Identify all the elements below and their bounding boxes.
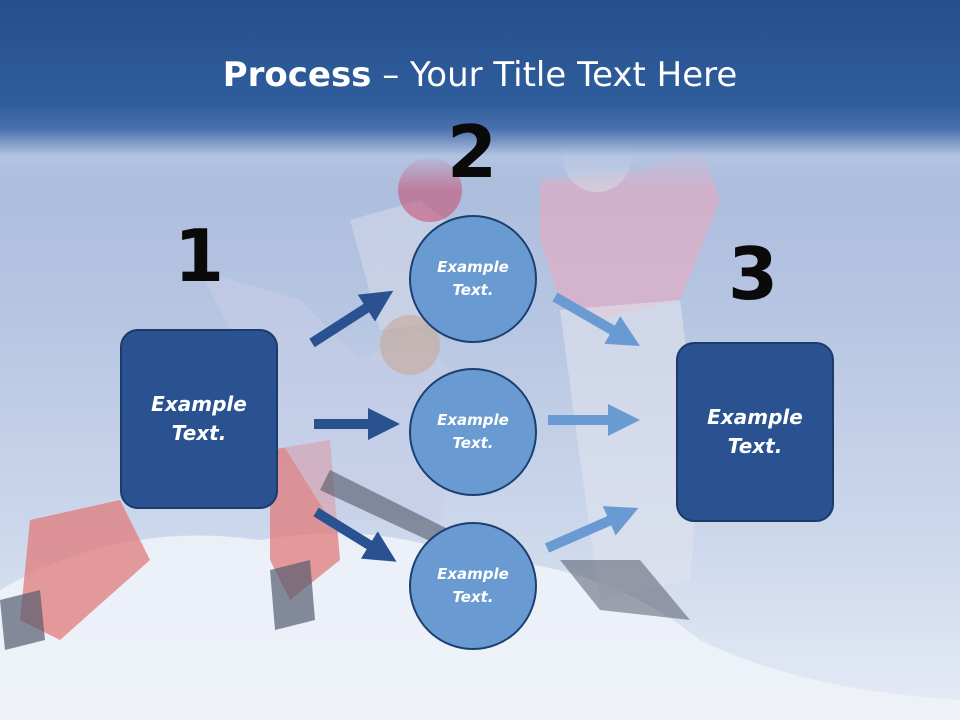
slide-title: Process – Your Title Text Here (0, 52, 960, 98)
step-2-circle-top: Example Text. (409, 215, 537, 343)
circle-middle-label: Example Text. (437, 411, 509, 452)
title-bar (0, 0, 960, 190)
circle-top-label: Example Text. (437, 258, 509, 299)
step-2-circle-middle: Example Text. (409, 368, 537, 496)
arrow-1-to-circle-bottom (313, 507, 397, 562)
step-3-box: Example Text. (676, 342, 834, 522)
step-3-label: Example Text. (707, 405, 803, 458)
arrow-circle-bottom-to-3 (544, 506, 639, 553)
step-1-box: Example Text. (120, 329, 278, 509)
arrow-1-to-circle-top (309, 290, 394, 348)
circle-bottom-label: Example Text. (437, 565, 509, 606)
step-number-2: 2 (446, 110, 498, 194)
step-1-label: Example Text. (151, 392, 247, 445)
title-rest: – Your Title Text Here (371, 55, 738, 95)
step-number-3: 3 (727, 232, 779, 316)
arrow-circle-top-to-3 (552, 292, 640, 346)
title-bold: Process (222, 55, 372, 95)
step-number-1: 1 (173, 214, 225, 298)
step-2-circle-bottom: Example Text. (409, 522, 537, 650)
